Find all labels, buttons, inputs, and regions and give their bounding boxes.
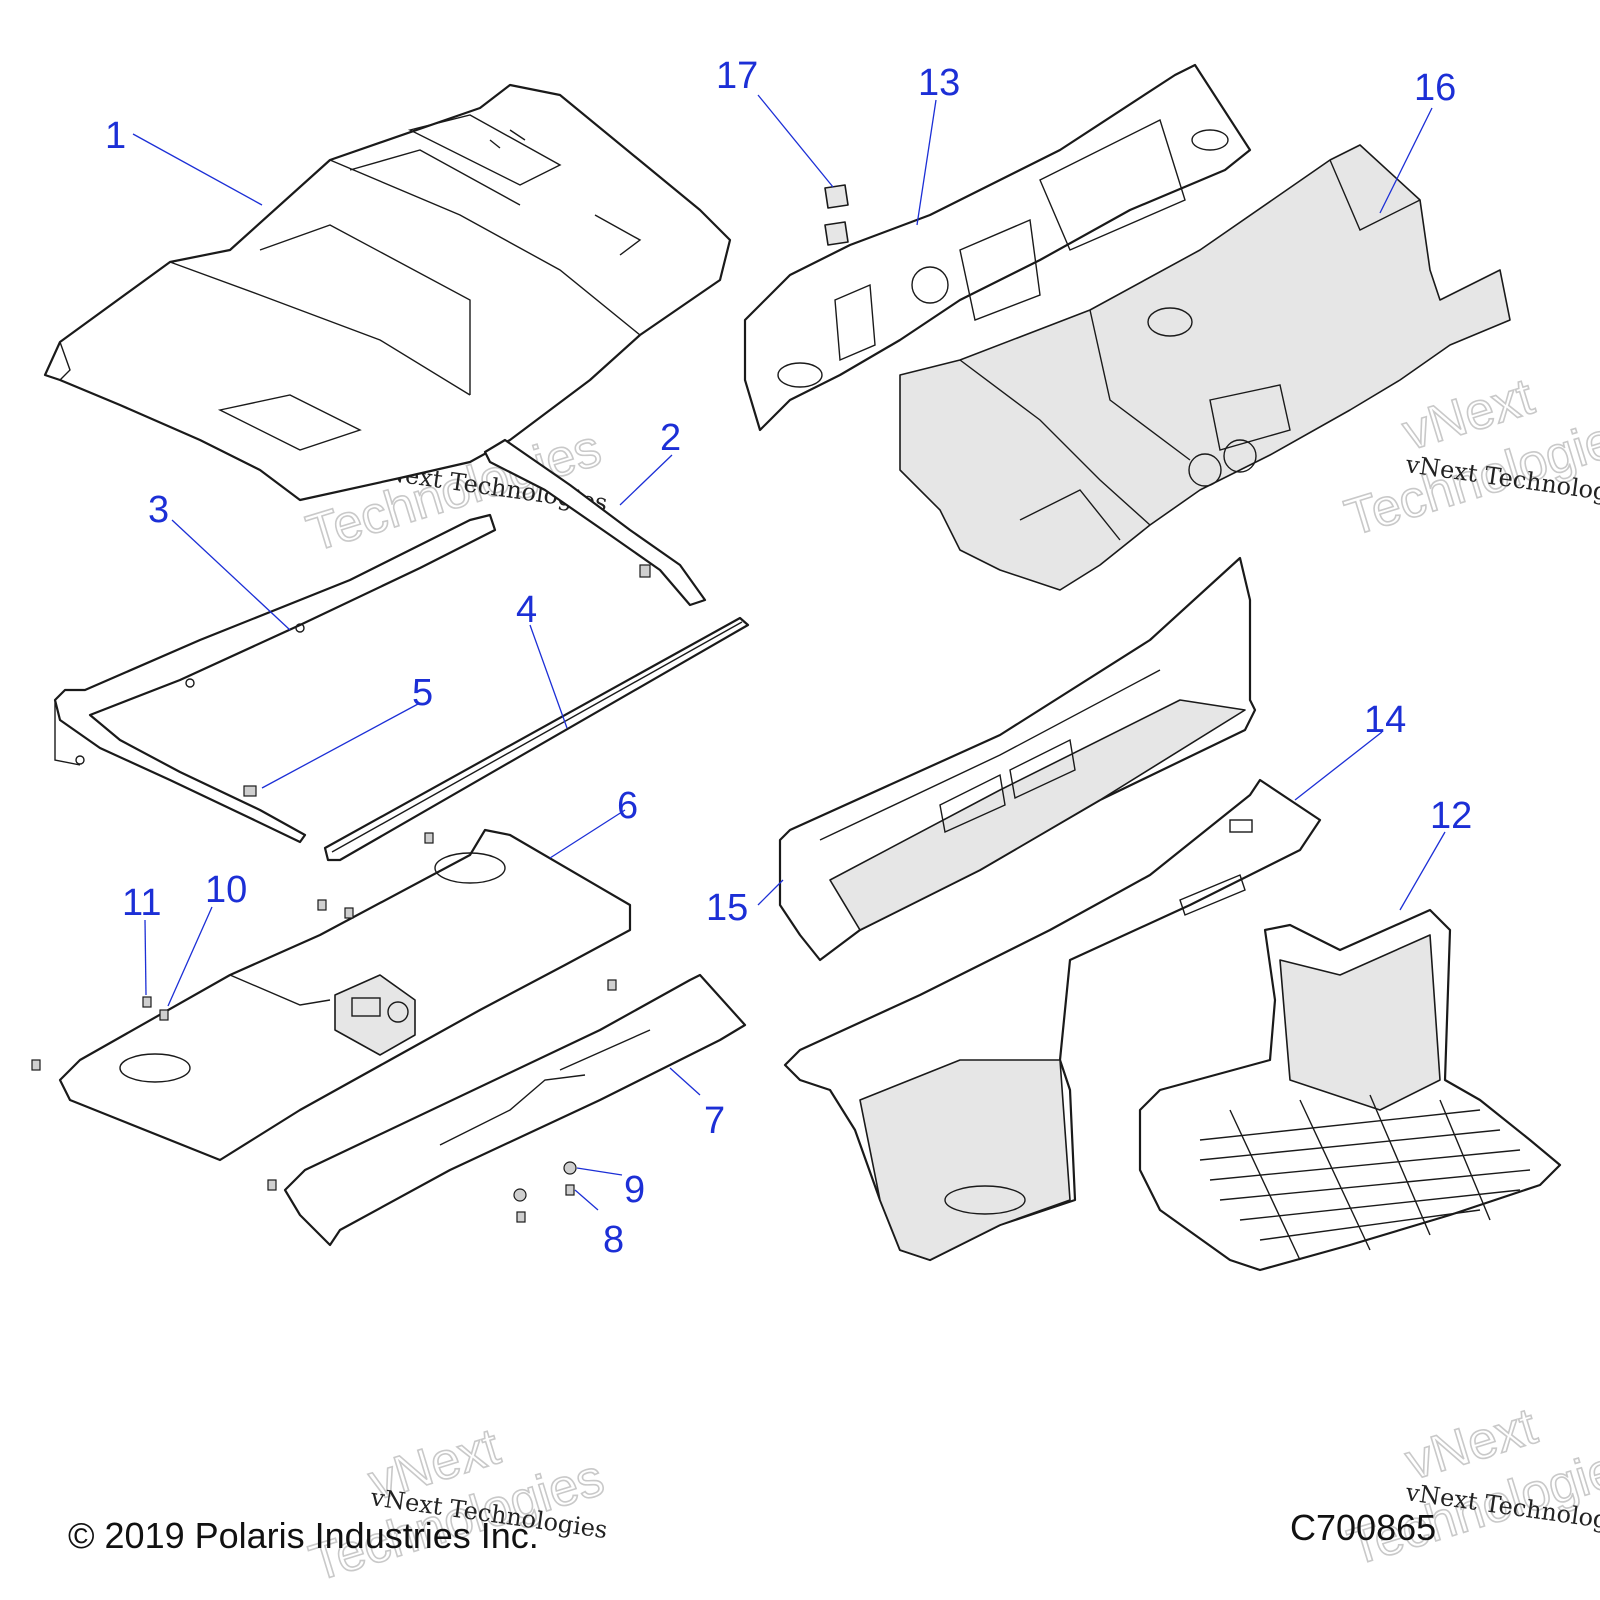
floor-pan-grate (1199, 1094, 1531, 1261)
callout-labels: 1 2 3 4 5 6 7 8 9 10 11 12 13 14 15 16 1… (105, 55, 1472, 1261)
callout-1: 1 (105, 115, 126, 157)
watermark-bottom-left: vNext Technologies (302, 1417, 611, 1594)
callout-5: 5 (412, 672, 433, 714)
headliner-part (58, 828, 632, 1162)
callout-9: 9 (624, 1169, 645, 1211)
callout-3: 3 (148, 489, 169, 531)
dash-floor-part (899, 144, 1511, 591)
leader-lines (132, 94, 1446, 1211)
rear-floor-panel-part (783, 778, 1322, 1262)
clip-pair-part (824, 184, 849, 246)
callout-15: 15 (706, 887, 748, 929)
callout-17: 17 (716, 55, 758, 97)
rear-trim-panel-part (283, 973, 747, 1247)
roof-part (43, 83, 732, 502)
bolt-hardware-group (31, 832, 617, 1223)
callout-16: 16 (1414, 67, 1456, 109)
cross-bar-part (323, 616, 750, 862)
callout-13: 13 (918, 62, 960, 104)
front-roof-bow-part (53, 513, 497, 844)
rear-wall-panel-part (778, 556, 1257, 962)
callout-11: 11 (122, 882, 161, 924)
callout-4: 4 (516, 589, 537, 631)
copyright-text: © 2019 Polaris Industries Inc. (68, 1515, 539, 1556)
callout-7: 7 (704, 1100, 725, 1142)
floor-pan-part (1138, 908, 1562, 1272)
callout-2: 2 (660, 417, 681, 459)
callout-12: 12 (1430, 795, 1472, 837)
callout-14: 14 (1364, 699, 1406, 741)
clip-hardware (243, 785, 257, 797)
callout-6: 6 (617, 785, 638, 827)
rear-roof-bow-part (483, 438, 707, 607)
callout-10: 10 (205, 869, 247, 911)
callout-8: 8 (603, 1219, 624, 1261)
drawing-code: C700865 (1290, 1507, 1436, 1548)
dash-support-part (743, 63, 1252, 432)
